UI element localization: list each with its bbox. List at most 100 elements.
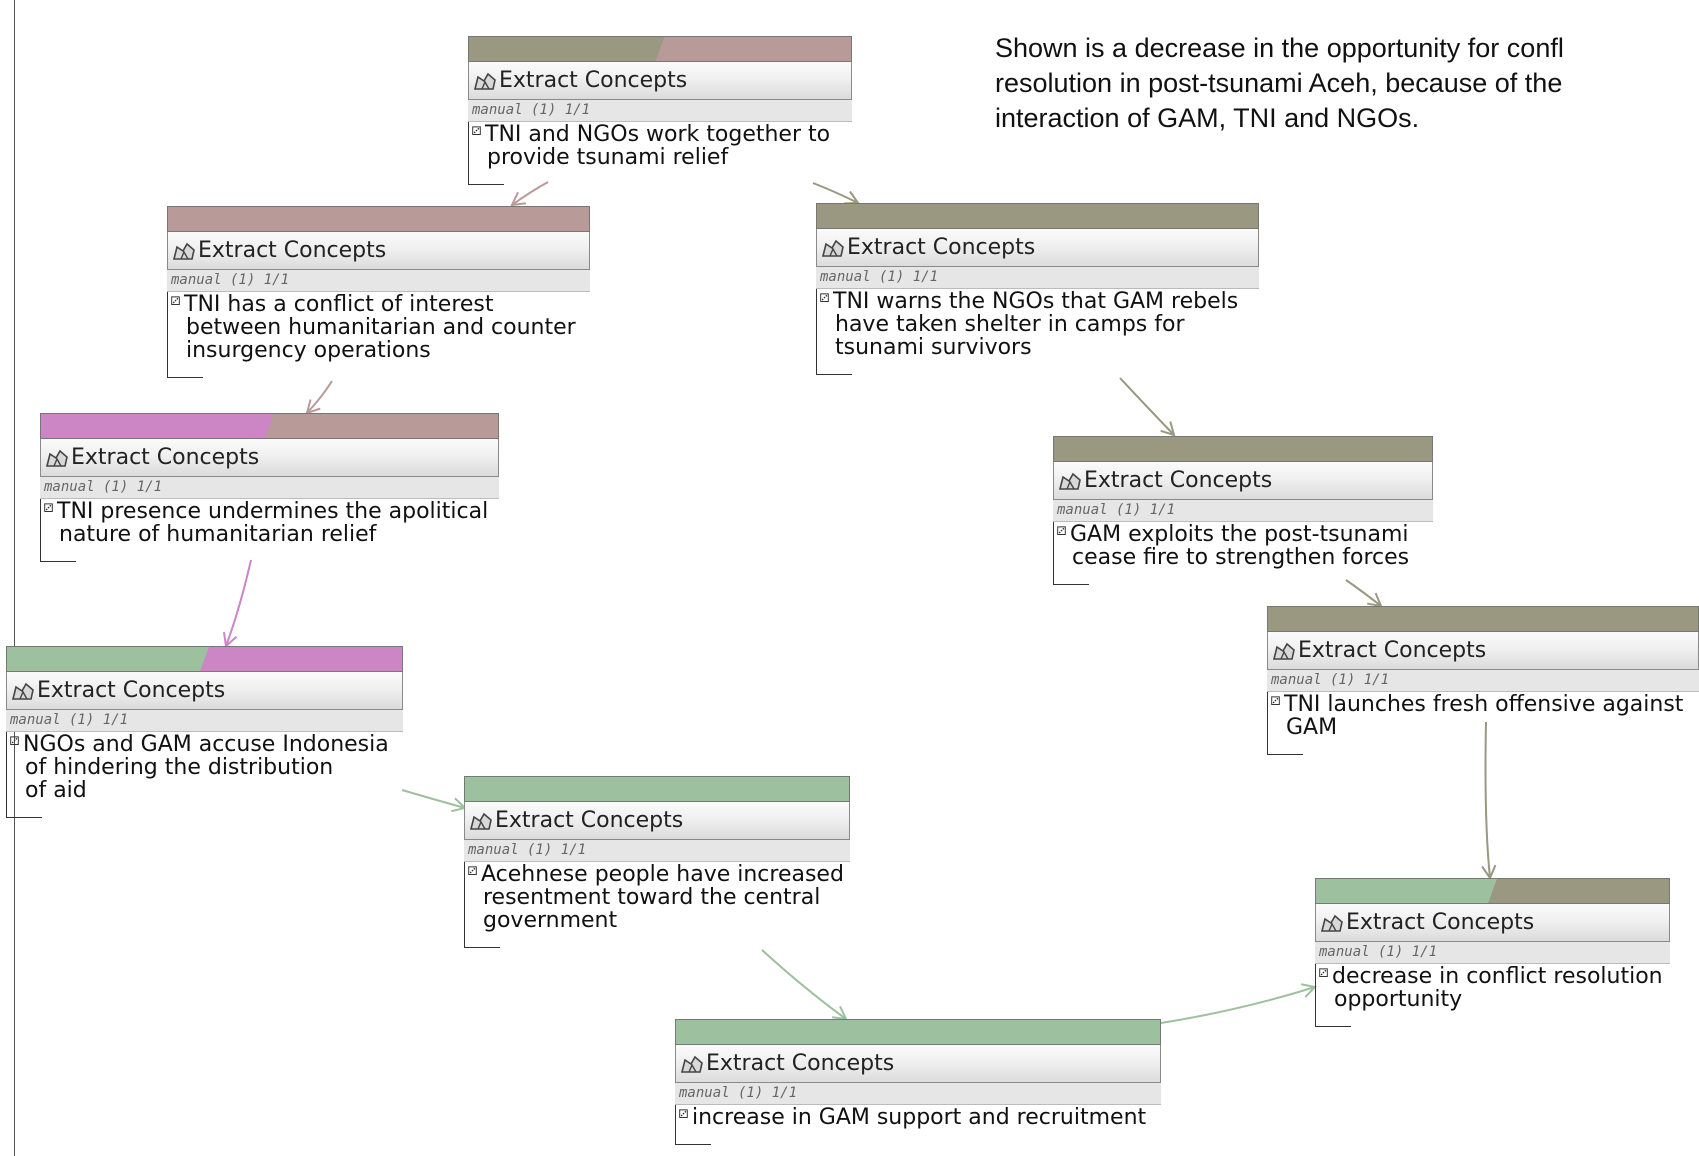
- extract-concepts-icon: [469, 811, 493, 831]
- extract-concepts-icon: [1058, 471, 1082, 491]
- node-title-bar[interactable]: Extract Concepts: [1053, 462, 1433, 500]
- link-n5-n7[interactable]: [1345, 579, 1382, 607]
- node-body-underline: [1053, 584, 1089, 585]
- node-body: ⚂TNI launches fresh offensive against GA…: [1267, 692, 1699, 755]
- node-title-bar[interactable]: Extract Concepts: [1267, 632, 1699, 670]
- node-body: ⚂TNI has a conflict of interest between …: [167, 292, 590, 378]
- node-body-underline: [816, 374, 852, 375]
- link-n1-n2[interactable]: [511, 181, 549, 206]
- node-title-bar[interactable]: Extract Concepts: [40, 439, 499, 477]
- extract-concepts-icon: [680, 1054, 704, 1074]
- node-text[interactable]: TNI warns the NGOs that GAM rebels have …: [833, 289, 1239, 360]
- node-title-bar[interactable]: Extract Concepts: [675, 1045, 1161, 1083]
- node-body: ⚂GAM exploits the post-tsunami cease fir…: [1053, 522, 1433, 585]
- node-header-bar[interactable]: [464, 776, 850, 802]
- proposition-icon: ⚂: [43, 501, 54, 515]
- node-body-underline: [6, 817, 42, 818]
- node-body-underline: [1267, 754, 1303, 755]
- node-title: Extract Concepts: [1084, 468, 1273, 493]
- link-n6-n8[interactable]: [401, 789, 466, 809]
- node-text[interactable]: Acehnese people have increased resentmen…: [481, 862, 844, 933]
- node-header-bar[interactable]: [40, 413, 499, 439]
- node-body-border: [816, 289, 817, 375]
- node-text[interactable]: increase in GAM support and recruitment: [692, 1105, 1147, 1130]
- node-body-border: [167, 292, 168, 378]
- node-text[interactable]: TNI launches fresh offensive against GAM: [1284, 692, 1684, 740]
- node-body-underline: [1315, 1026, 1351, 1027]
- node-body-border: [6, 732, 7, 818]
- node-title-bar[interactable]: Extract Concepts: [464, 802, 850, 840]
- concept-node[interactable]: Extract Concepts manual (1) 1/1 ⚂decrease …: [1315, 878, 1670, 1027]
- node-title: Extract Concepts: [706, 1051, 895, 1076]
- link-n4-n6[interactable]: [225, 559, 252, 647]
- node-meta: manual (1) 1/1: [167, 270, 590, 292]
- node-title: Extract Concepts: [495, 808, 684, 833]
- node-body: ⚂Acehnese people have increased resentme…: [464, 862, 850, 948]
- node-text[interactable]: TNI and NGOs work together to provide ts…: [485, 122, 831, 170]
- node-body: ⚂NGOs and GAM accuse Indonesia of hinder…: [6, 732, 403, 818]
- node-header-bar[interactable]: [1315, 878, 1670, 904]
- node-body-underline: [464, 947, 500, 948]
- proposition-icon: ⚂: [1318, 966, 1329, 980]
- concept-node[interactable]: Extract Concepts manual (1) 1/1⚂TNI and N…: [468, 36, 852, 185]
- link-n1-n3[interactable]: [812, 182, 859, 204]
- concept-node[interactable]: Extract Concepts manual (1) 1/1⚂NGOs and …: [6, 646, 403, 818]
- node-meta: manual (1) 1/1: [1315, 942, 1670, 964]
- node-text[interactable]: GAM exploits the post-tsunami cease fire…: [1070, 522, 1410, 570]
- proposition-icon: ⚂: [170, 294, 181, 308]
- node-header-bar[interactable]: [1267, 606, 1699, 632]
- concept-node[interactable]: Extract Concepts manual (1) 1/1⚂Acehnese …: [464, 776, 850, 948]
- proposition-icon: ⚂: [819, 291, 830, 305]
- node-title-bar[interactable]: Extract Concepts: [468, 62, 852, 100]
- node-title: Extract Concepts: [1298, 638, 1487, 663]
- node-title-bar[interactable]: Extract Concepts: [6, 672, 403, 710]
- node-body-border: [464, 862, 465, 948]
- node-body-underline: [167, 377, 203, 378]
- node-body: ⚂TNI and NGOs work together to provide t…: [468, 122, 852, 185]
- extract-concepts-icon: [11, 681, 35, 701]
- link-n3-n5[interactable]: [1119, 377, 1175, 436]
- node-title-bar[interactable]: Extract Concepts: [816, 229, 1259, 267]
- node-header-bar[interactable]: [6, 646, 403, 672]
- node-body-border: [40, 499, 41, 562]
- extract-concepts-icon: [1272, 641, 1296, 661]
- link-n7-n9[interactable]: [1484, 721, 1491, 879]
- node-meta: manual (1) 1/1: [468, 100, 852, 122]
- node-meta: manual (1) 1/1: [1267, 670, 1699, 692]
- node-title-bar[interactable]: Extract Concepts: [167, 232, 590, 270]
- node-meta: manual (1) 1/1: [6, 710, 403, 732]
- arrowhead-n5: [1160, 421, 1176, 437]
- node-header-bar[interactable]: [675, 1019, 1161, 1045]
- node-text[interactable]: TNI presence undermines the apolitical n…: [57, 499, 489, 547]
- link-n2-n4[interactable]: [306, 380, 333, 414]
- node-title: Extract Concepts: [1346, 910, 1535, 935]
- node-text[interactable]: NGOs and GAM accuse Indonesia of hinderi…: [23, 732, 389, 803]
- node-body-border: [468, 122, 469, 185]
- node-header-bar[interactable]: [167, 206, 590, 232]
- node-body-underline: [468, 184, 504, 185]
- node-title: Extract Concepts: [499, 68, 688, 93]
- extract-concepts-icon: [172, 241, 196, 261]
- diagram-caption: Shown is a decrease in the opportunity f…: [995, 33, 1564, 133]
- node-header-bar[interactable]: [816, 203, 1259, 229]
- node-meta: manual (1) 1/1: [464, 840, 850, 862]
- node-title: Extract Concepts: [847, 235, 1036, 260]
- node-text[interactable]: decrease in conflict resolution opportun…: [1332, 964, 1663, 1012]
- link-n8-n10[interactable]: [761, 949, 847, 1020]
- extract-concepts-icon: [45, 448, 69, 468]
- node-meta: manual (1) 1/1: [675, 1083, 1161, 1105]
- node-title: Extract Concepts: [37, 678, 226, 703]
- node-header-bar[interactable]: [468, 36, 852, 62]
- concept-node[interactable]: Extract Concepts manual (1) 1/1⚂TNI launc…: [1267, 606, 1699, 755]
- node-title-bar[interactable]: Extract Concepts: [1315, 904, 1670, 942]
- node-meta: manual (1) 1/1: [40, 477, 499, 499]
- node-header-bar[interactable]: [1053, 436, 1433, 462]
- link-n10-n9[interactable]: [1160, 986, 1316, 1024]
- node-text[interactable]: TNI has a conflict of interest between h…: [184, 292, 576, 363]
- node-body-border: [1315, 964, 1316, 1027]
